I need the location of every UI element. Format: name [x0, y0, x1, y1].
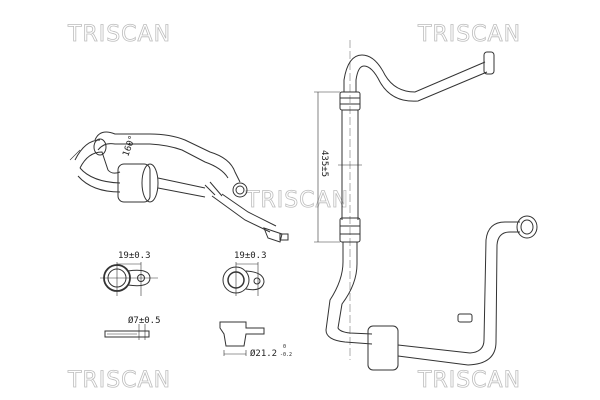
spigot-tolerance-upper: 0: [283, 344, 286, 350]
left-pipe-assembly: 160°: [69, 131, 289, 243]
watermark-top-right: TRISCAN: [418, 22, 522, 48]
flange-left-width-label: 19±0.3: [118, 251, 151, 261]
flange-side-right: Ø21.2 0 -0.2: [219, 321, 292, 359]
bore-diameter-label: Ø7±0.5: [128, 315, 161, 326]
right-hose-assembly: 435±5: [314, 40, 538, 371]
flange-right-width-label: 19±0.3: [234, 251, 267, 261]
watermark-bottom-left: TRISCAN: [68, 368, 172, 394]
spigot-diameter-label: Ø21.2: [250, 348, 277, 359]
flange-side-left: Ø7±0.5: [104, 315, 161, 340]
angle-label: 160°: [121, 134, 138, 158]
spigot-tolerance-lower: -0.2: [280, 352, 292, 358]
watermark-top-left: TRISCAN: [68, 22, 172, 48]
watermark-bottom-right: TRISCAN: [418, 368, 522, 394]
hose-length-label: 435±5: [319, 150, 329, 177]
flange-front-left: 19±0.3: [100, 251, 158, 296]
flange-front-right: 19±0.3: [222, 251, 267, 296]
watermark-center: TRISCAN: [246, 188, 350, 214]
